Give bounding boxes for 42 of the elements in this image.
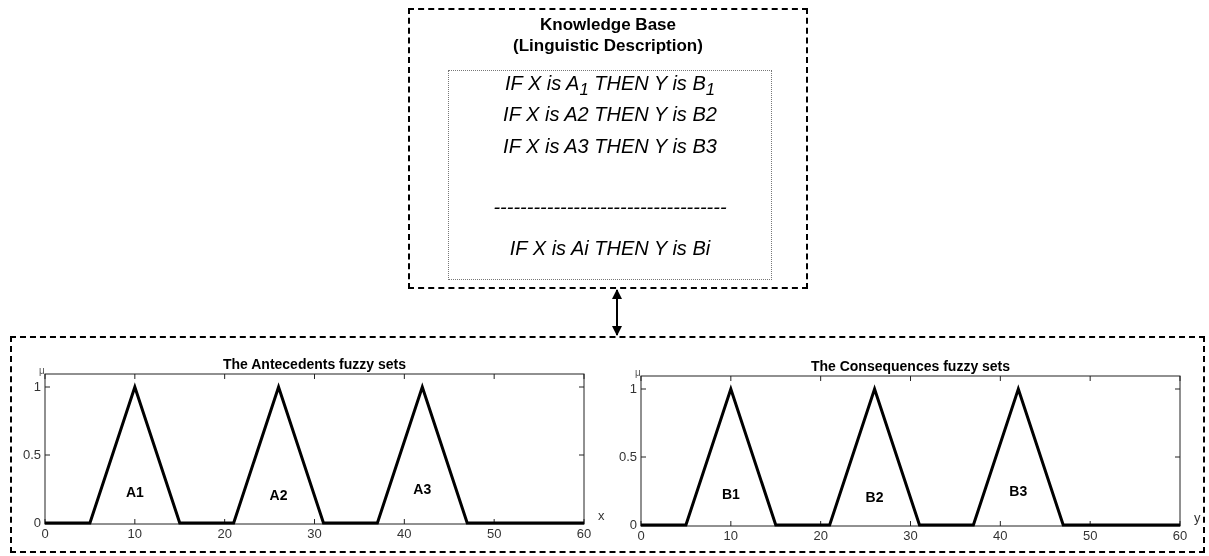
tick-label: 20 [216, 526, 233, 541]
tick-label: 50 [485, 526, 503, 541]
tick-label: 10 [126, 526, 144, 541]
rules-box [448, 70, 772, 280]
tick-label: 40 [992, 528, 1009, 543]
rule-text: IF X is A3 THEN Y is B3 [502, 134, 718, 158]
tick-label: 1 [33, 379, 41, 394]
curve-label: A2 [268, 486, 289, 503]
rule-text: IF X is Ai THEN Y is Bi [508, 236, 712, 260]
tick-label: 50 [1081, 528, 1099, 543]
curve-label: B3 [1008, 483, 1029, 500]
tick-label: 0 [41, 526, 50, 541]
box-title: Knowledge Base (Linguistic Description) [512, 14, 704, 56]
tick-label: 40 [396, 526, 413, 541]
chart-title: The Antecedents fuzzy sets [221, 356, 408, 372]
curve-label: A1 [124, 484, 145, 501]
dashed-separator: ----------------------------------- [492, 195, 728, 219]
axis-label: μ [635, 367, 641, 378]
tick-label: 0 [637, 528, 646, 543]
tick-label: 20 [812, 528, 829, 543]
tick-label: 0.5 [22, 447, 41, 462]
knowledge-base-box [408, 8, 808, 289]
fuzzy-sets-box [10, 336, 1205, 553]
curve-label: A3 [412, 481, 433, 498]
tick-label: 0.5 [618, 449, 637, 464]
tick-label: 60 [575, 526, 593, 541]
tick-label: 0 [33, 515, 41, 530]
curve-label: B1 [720, 486, 741, 503]
tick-label: 10 [722, 528, 740, 543]
chart-title: The Consequences fuzzy sets [809, 358, 1012, 374]
curve-label: B2 [864, 488, 885, 505]
rule-text: IF X is A$_{1}$ THEN Y is B$_{1}$ [503, 71, 717, 101]
axis-label: x [598, 508, 605, 523]
tick-label: 1 [629, 381, 637, 396]
axis-label: y [1194, 510, 1201, 525]
rule-text: IF X is A2 THEN Y is B2 [502, 102, 718, 126]
axis-label: μ [39, 365, 45, 376]
tick-label: 60 [1171, 528, 1189, 543]
tick-label: 30 [902, 528, 919, 543]
double-arrow [612, 289, 622, 336]
tick-label: 0 [629, 517, 637, 532]
tick-label: 30 [306, 526, 323, 541]
